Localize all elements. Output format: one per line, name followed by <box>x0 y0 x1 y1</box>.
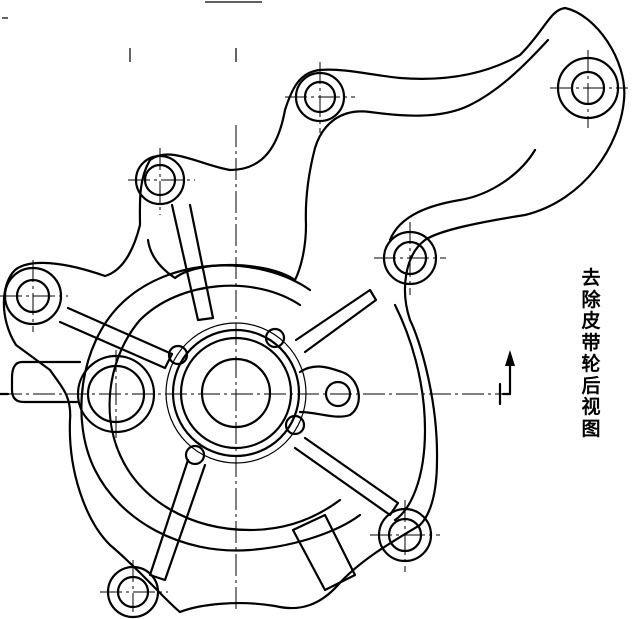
right-small-lug <box>298 365 360 418</box>
volute-circle <box>80 264 362 552</box>
left-pipe-stub <box>10 360 82 404</box>
hub-lugs <box>167 327 306 466</box>
bottom-outlet <box>291 513 357 592</box>
centerlines <box>0 50 628 612</box>
ribs <box>58 203 400 582</box>
top-edge-fragments <box>2 1 262 62</box>
housing-outline <box>2 6 626 614</box>
volute-inner-circle <box>108 284 342 532</box>
view-caption: 去除皮带轮后视图 <box>581 267 601 440</box>
housing-inner-cavity <box>146 38 550 522</box>
section-arrow-right <box>498 350 515 406</box>
